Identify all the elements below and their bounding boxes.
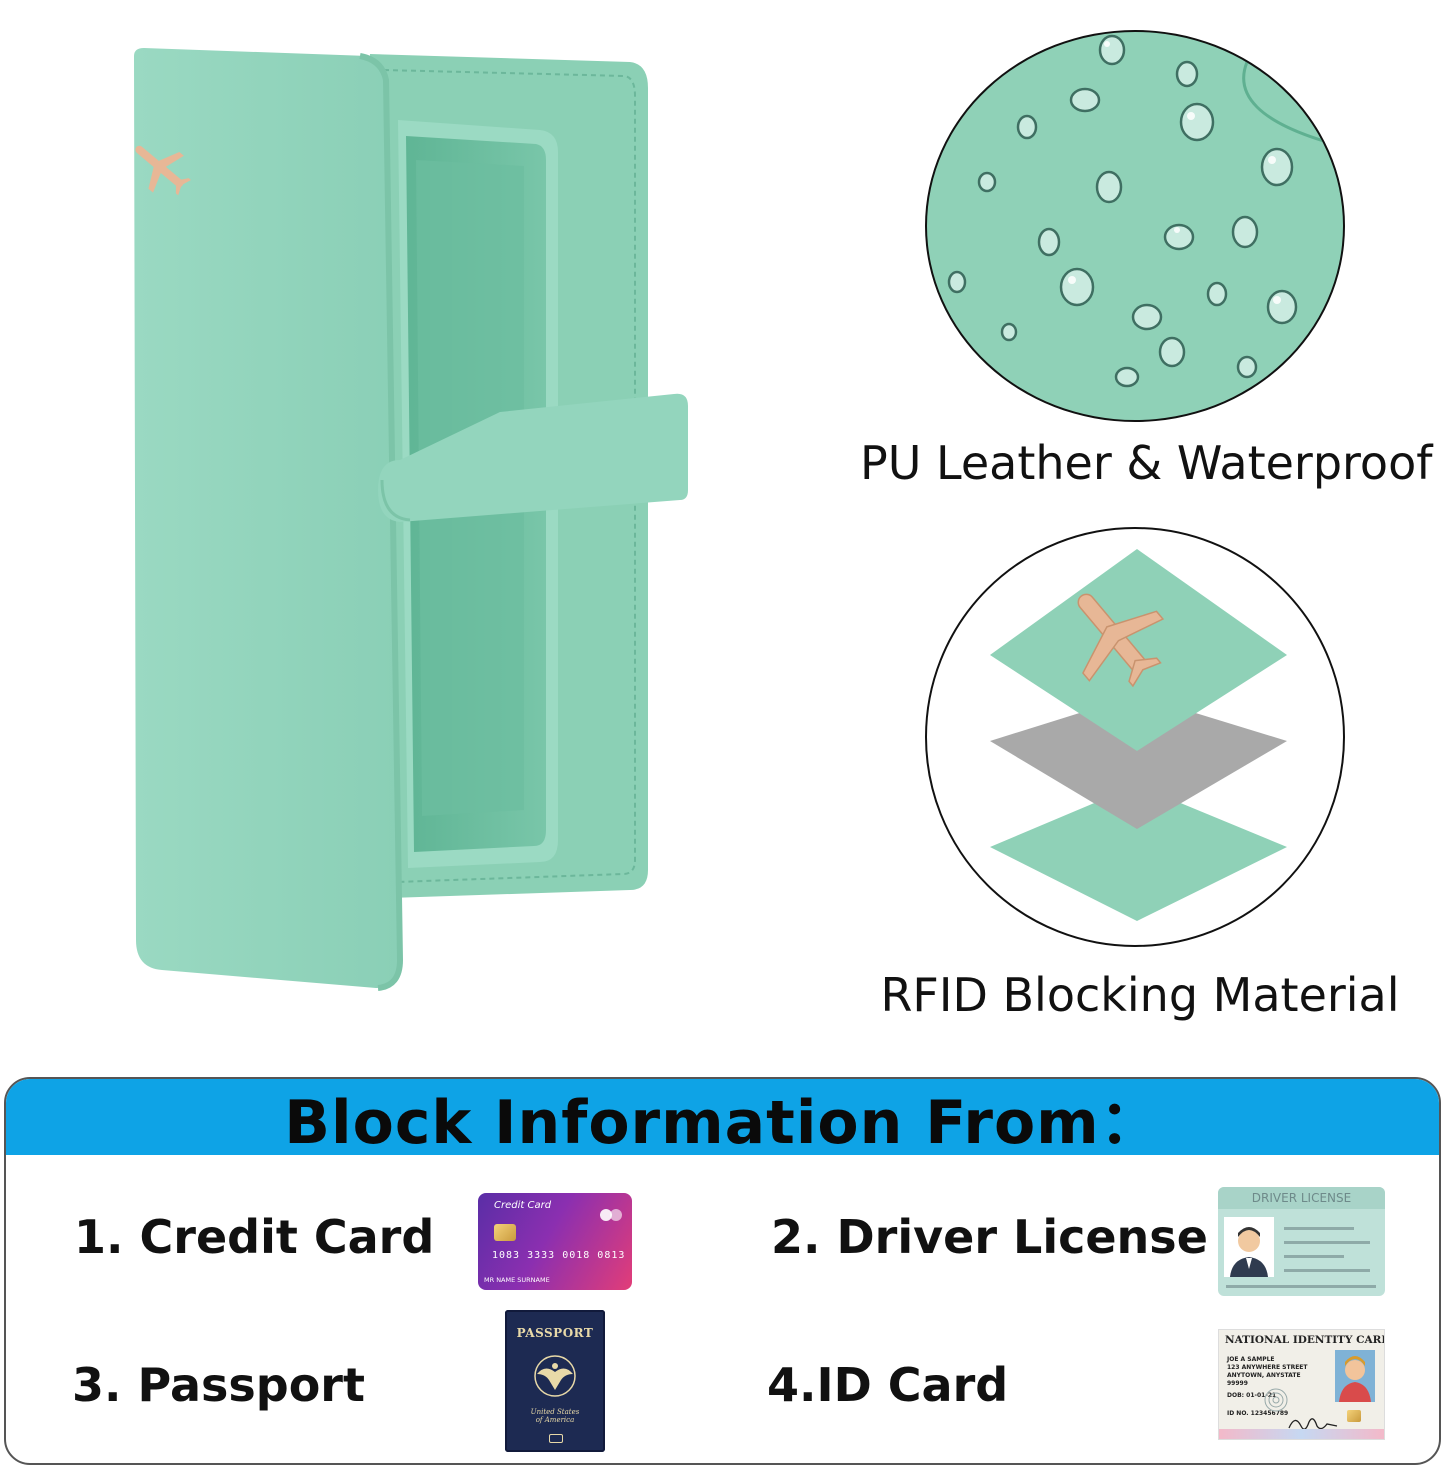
id-hologram-strip [1219,1429,1384,1439]
item-credit-card: 1. Credit Card [74,1210,435,1264]
id-dob: DOB: 01-01-21 [1227,1392,1277,1399]
passport-subtitle-line1: United States [530,1408,580,1416]
card-network-icon [600,1209,622,1221]
airplane-icon [1077,593,1165,688]
id-card-icon: NATIONAL IDENTITY CARD JOE A SAMPLE 123 … [1218,1329,1385,1440]
rfid-layers-circle [925,527,1345,947]
eagle-seal-icon [534,1355,576,1397]
driver-license-icon: DRIVER LICENSE [1218,1187,1385,1296]
item-id-card: 4.ID Card [767,1358,1009,1412]
passport-title: PASSPORT [516,1326,594,1340]
item-passport: 3. Passport [72,1358,365,1412]
waterproof-caption: PU Leather & Waterproof [860,436,1433,490]
credit-card-icon: Credit Card 1083 3333 0018 0813 MR NAME … [478,1193,632,1290]
biometric-chip-icon [549,1434,563,1443]
waterproof-leather-circle [925,30,1345,422]
id-number: ID NO. 123456789 [1227,1410,1289,1417]
panel-header: Block Information From： [6,1079,1439,1158]
item-driver-license: 2. Driver License [771,1210,1208,1264]
id-chip-icon [1347,1410,1361,1422]
fingerprint-icon [1264,1388,1288,1412]
passport-icon: PASSPORT United States of America [505,1310,605,1452]
driver-license-header: DRIVER LICENSE [1218,1187,1385,1209]
water-droplets-icon [947,34,1328,388]
id-zip: 99999 [1227,1380,1248,1387]
id-name: JOE A SAMPLE [1227,1356,1275,1363]
id-photo-icon [1335,1350,1375,1402]
passport-subtitle: United States of America [505,1408,605,1424]
national-id-title: NATIONAL IDENTITY CARD [1225,1334,1385,1346]
block-info-panel: Block Information From： [4,1077,1441,1465]
passport-subtitle-line2: of America [535,1416,575,1424]
panel-title: Block Information From： [284,1087,1161,1158]
rfid-caption: RFID Blocking Material [880,968,1400,1022]
credit-card-holder: MR NAME SURNAME [484,1276,550,1284]
signature-icon [1288,1418,1338,1430]
credit-card-title: Credit Card [494,1200,552,1211]
rfid-layers-icon [990,549,1287,921]
avatar-icon [1224,1217,1274,1277]
id-address2: ANYTOWN, ANYSTATE [1227,1372,1301,1379]
passport-wallet-image [134,48,688,991]
chip-icon [494,1224,516,1241]
credit-card-number: 1083 3333 0018 0813 [492,1250,626,1261]
id-address1: 123 ANYWHERE STREET [1227,1364,1308,1371]
